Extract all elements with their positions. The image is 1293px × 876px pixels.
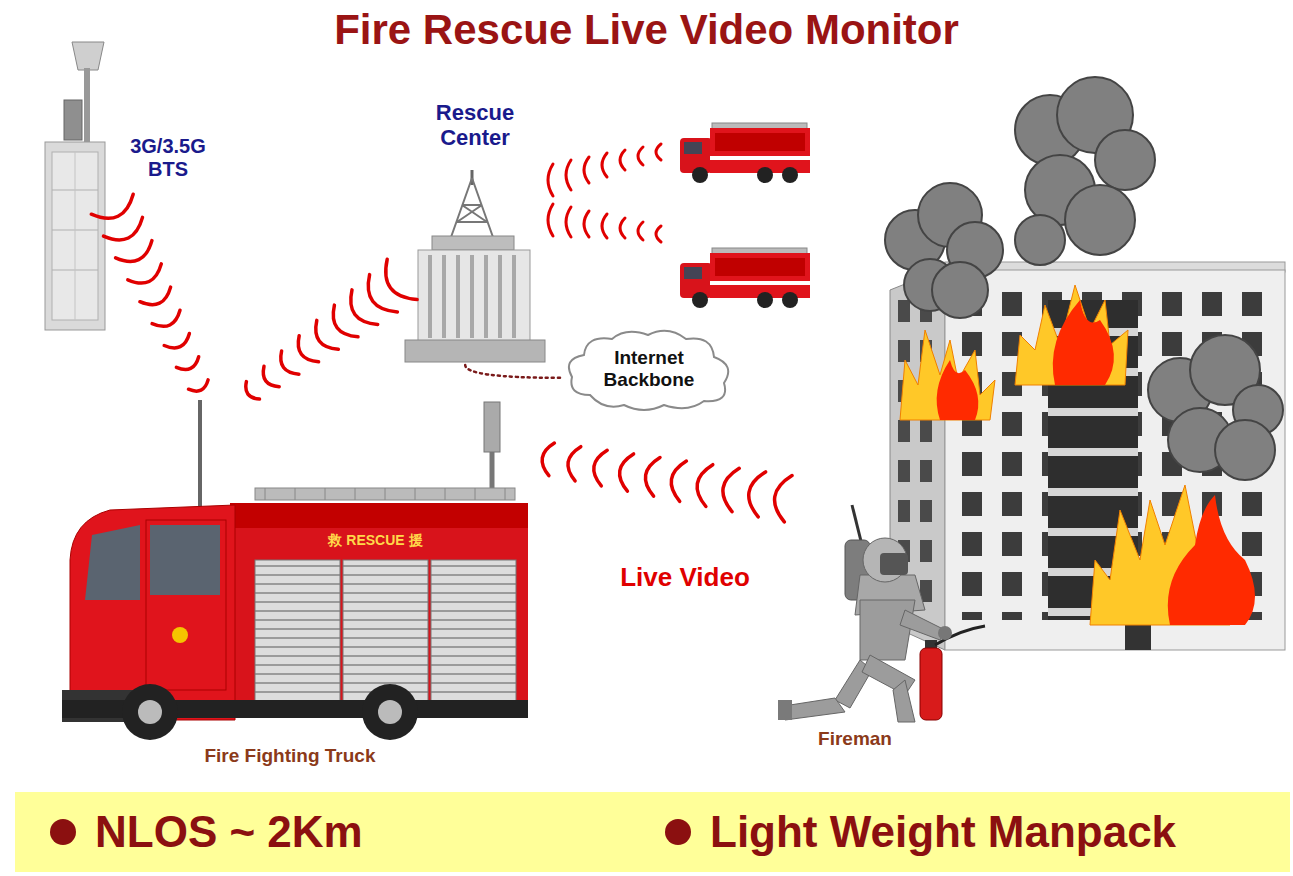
fireman-figure	[778, 505, 985, 722]
truck-node: Fire Fighting Truck	[60, 400, 530, 772]
wave-arc	[263, 366, 279, 386]
wave-arc	[723, 468, 739, 511]
bts-node: 3G/3.5G BTS	[40, 40, 110, 330]
bts-tower	[45, 42, 105, 330]
wave-arc	[116, 241, 152, 262]
rescue-center-node: Rescue Center	[405, 170, 545, 365]
node-text: Internet Backbone	[590, 347, 708, 391]
radio-link	[246, 259, 417, 399]
dotted-line	[465, 365, 560, 378]
dotted-link	[465, 365, 560, 378]
wave-arc	[775, 476, 792, 522]
node-text: Light Weight Manpack	[710, 807, 1270, 858]
node-text-holder: Light Weight Manpack	[710, 807, 1270, 858]
bullet	[50, 819, 76, 845]
wave-arc	[176, 357, 198, 370]
wave-arc	[697, 465, 713, 507]
node-text: Fire Fighting Truck	[160, 745, 420, 767]
edge-label: Live Video	[620, 563, 750, 593]
wave-arc	[246, 382, 260, 400]
wave-arc	[368, 275, 397, 312]
edge-label-holder: Live Video	[620, 563, 750, 593]
wave-arc	[386, 259, 417, 299]
wave-arc	[298, 336, 318, 362]
truck-lettering: 救 RESCUE 援	[318, 532, 433, 548]
fire-truck	[62, 400, 528, 740]
smoke	[885, 77, 1283, 480]
rescue-center-building	[405, 170, 545, 362]
node-text-holder: Fire Fighting Truck	[160, 745, 420, 767]
node-text-holder: Internet Backbone	[590, 347, 708, 391]
wave-arc	[281, 351, 299, 374]
node-text-holder: Rescue Center	[415, 100, 535, 151]
wave-arc	[152, 310, 180, 326]
node-text: Rescue Center	[415, 100, 535, 151]
wave-arc	[164, 334, 189, 348]
wave-arc	[91, 194, 133, 218]
wave-arc	[189, 380, 209, 391]
radio-link	[542, 443, 792, 522]
radio-waves	[548, 144, 661, 242]
fire-truck-small	[680, 248, 810, 308]
flames	[900, 285, 1255, 625]
wave-arc	[671, 461, 686, 501]
feature-band: NLOS ~ 2Km Light Weight Manpack	[15, 792, 1290, 872]
cloud-node: Internet Backbone	[560, 325, 738, 413]
wave-arc	[749, 472, 766, 517]
wave-arc	[128, 264, 162, 283]
node-text: 3G/3.5G BTS	[118, 135, 218, 181]
node-text: NLOS ~ 2Km	[95, 807, 535, 858]
wave-arc	[104, 217, 143, 240]
fire-truck-small	[680, 123, 810, 183]
wave-arc	[333, 305, 358, 337]
wave-arc	[568, 447, 581, 481]
radio-link	[91, 194, 208, 391]
cloud-shape	[569, 331, 728, 410]
wave-arc	[645, 458, 660, 497]
node-text-holder: Fireman	[785, 728, 925, 750]
node-text-holder: NLOS ~ 2Km	[95, 807, 535, 858]
wave-arc	[140, 287, 171, 305]
truck-lettering-holder: 救 RESCUE 援	[318, 532, 433, 548]
burning-building	[890, 262, 1285, 650]
wave-arc	[316, 320, 339, 349]
wave-arc	[351, 290, 378, 325]
title: Fire Rescue Live Video Monitor	[0, 6, 1293, 54]
wave-arc	[594, 450, 607, 486]
wave-arc	[542, 443, 554, 476]
wave-arc	[620, 454, 634, 491]
fireman-node: Fireman	[775, 500, 985, 756]
node-text: Fireman	[785, 728, 925, 750]
node-text-holder: 3G/3.5G BTS	[118, 135, 218, 181]
bullet	[665, 819, 691, 845]
title-holder: Fire Rescue Live Video Monitor	[0, 6, 1293, 54]
